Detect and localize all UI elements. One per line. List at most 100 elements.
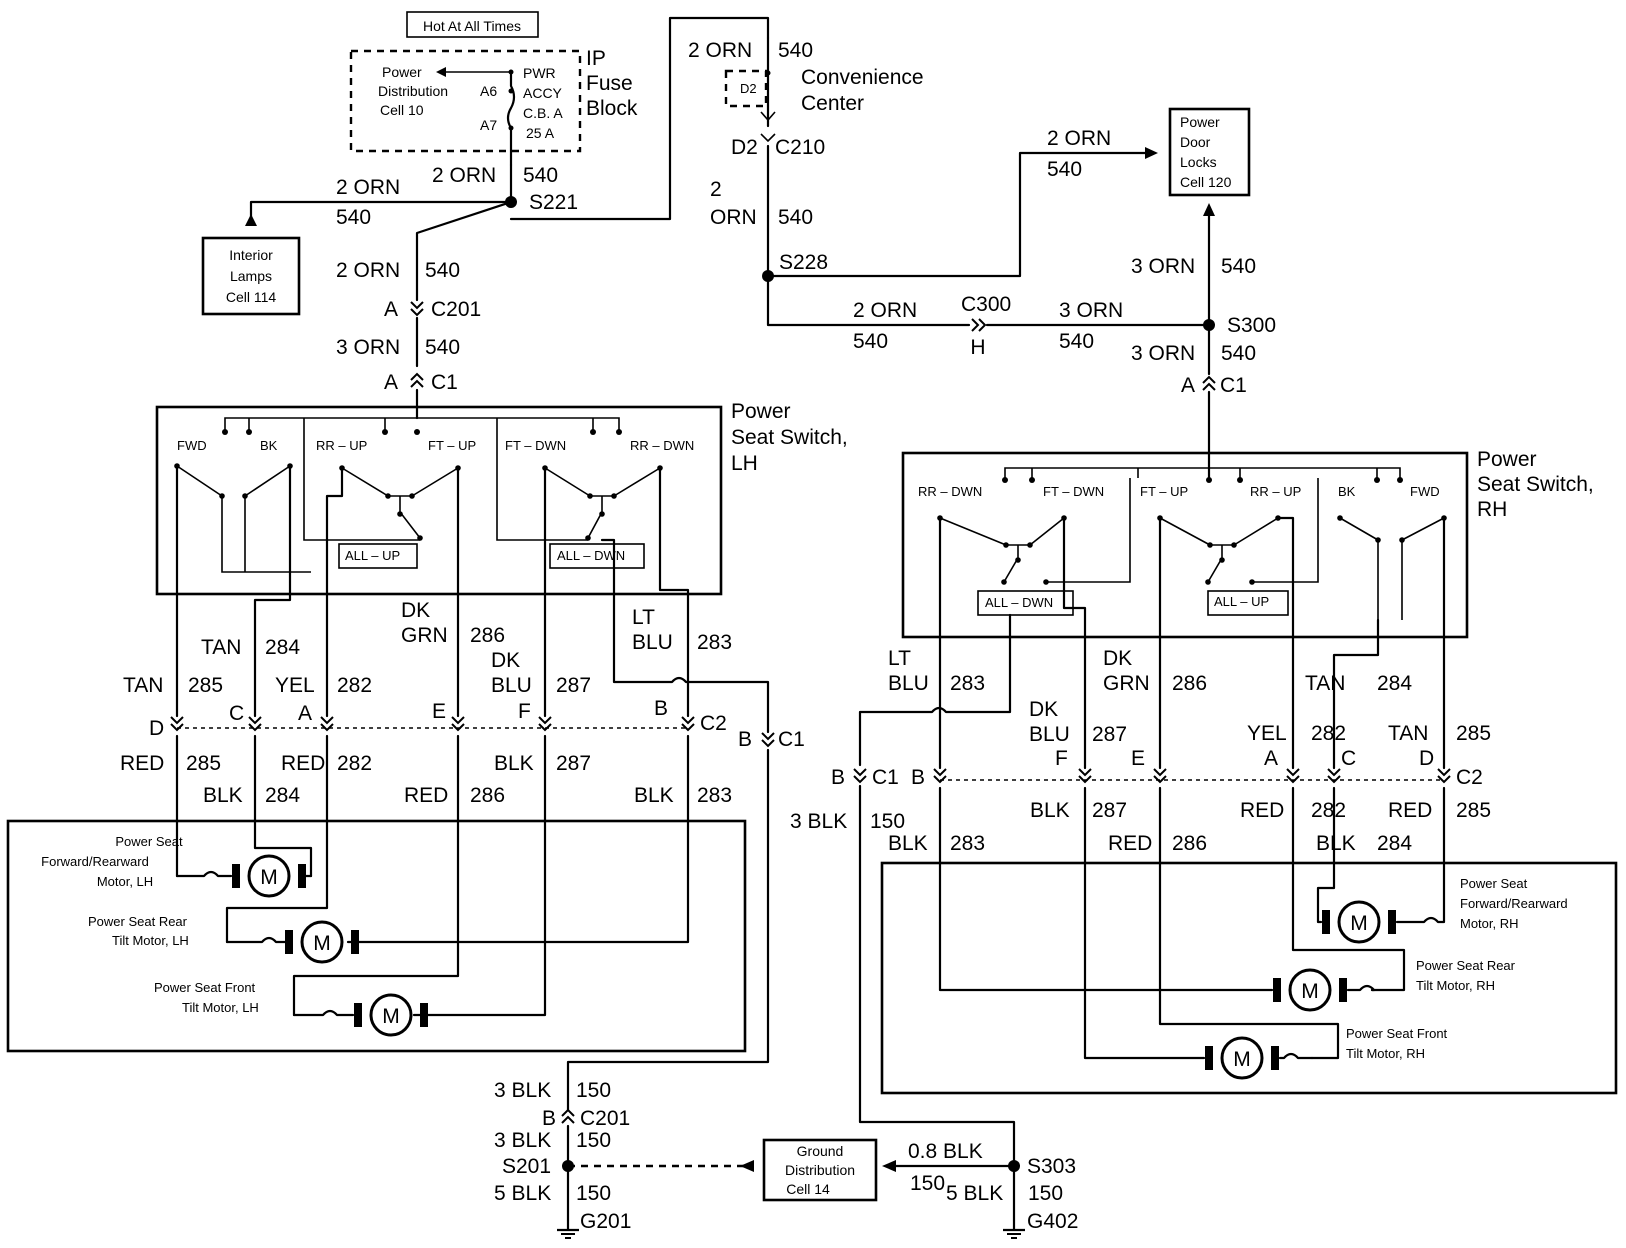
svg-text:Seat Switch,: Seat Switch, [731,426,848,449]
svg-text:Convenience: Convenience [801,66,924,89]
rh-seat-motors: M Power Seat Forward/Rearward Motor, RH … [880,861,1618,1095]
svg-text:DK: DK [1029,698,1058,721]
svg-text:M: M [1233,1048,1251,1071]
pin-label: A [1181,374,1195,397]
svg-text:Power: Power [731,400,791,423]
svg-text:ALL – UP: ALL – UP [345,548,400,563]
svg-text:YEL: YEL [275,674,315,697]
svg-text:286: 286 [470,624,505,647]
svg-text:RH: RH [1477,498,1507,521]
svg-text:C1: C1 [778,728,805,751]
svg-text:BLU: BLU [888,672,929,695]
svg-text:DK: DK [1103,647,1132,670]
svg-text:GRN: GRN [401,624,448,647]
svg-text:A: A [1264,747,1278,770]
svg-text:ALL – DWN: ALL – DWN [985,595,1053,610]
svg-text:S303: S303 [1027,1155,1076,1178]
svg-text:BLK: BLK [888,832,928,855]
svg-text:Motor, RH: Motor, RH [1460,916,1519,931]
svg-text:Seat Switch,: Seat Switch, [1477,473,1594,496]
svg-text:BK: BK [260,438,278,453]
svg-text:Power Seat Rear: Power Seat Rear [88,914,188,929]
svg-text:FT – DWN: FT – DWN [505,438,566,453]
wire-label: 2 ORN [336,176,400,199]
svg-text:3 BLK: 3 BLK [790,810,847,833]
lh-seat-motors: Power Seat Forward/Rearward Motor, LH M … [6,819,747,1053]
svg-text:Cell 120: Cell 120 [1180,174,1232,190]
svg-text:Interior: Interior [229,247,273,263]
svg-text:ALL – UP: ALL – UP [1214,594,1269,609]
svg-text:Cell 14: Cell 14 [786,1181,830,1197]
svg-text:LH: LH [731,452,758,475]
svg-text:C: C [1341,747,1356,770]
power-seat-switch-lh: Power Seat Switch, LH FWD BK RR – UP FT … [155,400,848,596]
circuit-label: 540 [425,259,460,282]
circuit-label: 540 [425,336,460,359]
svg-text:DK: DK [401,599,430,622]
svg-text:C.B. A: C.B. A [523,105,563,121]
wire-label: ORN [710,206,757,229]
svg-text:RR – UP: RR – UP [1250,484,1301,499]
svg-text:286: 286 [1172,832,1207,855]
svg-text:D2: D2 [740,81,757,96]
svg-text:285: 285 [1456,799,1491,822]
svg-text:C210: C210 [775,136,825,159]
svg-text:285: 285 [1456,722,1491,745]
circuit-label: 540 [778,206,813,229]
splice-label-s221: S221 [529,191,578,214]
svg-text:GRN: GRN [1103,672,1150,695]
svg-text:RR – UP: RR – UP [316,438,367,453]
svg-text:C2: C2 [1456,766,1483,789]
svg-text:B: B [738,728,752,751]
svg-text:Cell 10: Cell 10 [380,102,424,118]
svg-text:286: 286 [470,784,505,807]
svg-text:LT: LT [632,606,655,629]
svg-text:G402: G402 [1027,1210,1078,1233]
svg-text:C201: C201 [580,1107,630,1130]
circuit-label: 540 [523,164,558,187]
svg-text:BLU: BLU [632,631,673,654]
svg-text:25 A: 25 A [526,125,555,141]
svg-text:Power Seat: Power Seat [115,834,183,849]
svg-text:RED: RED [1388,799,1432,822]
svg-text:Distribution: Distribution [785,1162,855,1178]
splice-label-s300: S300 [1227,314,1276,337]
circuit-label: 540 [1221,342,1256,365]
hot-at-all-times-label: Hot At All Times [406,11,539,38]
svg-text:M: M [260,866,278,889]
svg-text:Lamps: Lamps [230,268,272,284]
svg-text:A6: A6 [480,83,497,99]
svg-text:284: 284 [265,784,300,807]
svg-text:5 BLK: 5 BLK [494,1182,551,1205]
connector-label-c300: C300 [961,293,1011,316]
circuit-label: 540 [336,206,371,229]
wire-label: 2 ORN [688,39,752,62]
svg-text:RED: RED [1240,799,1284,822]
svg-text:RR – DWN: RR – DWN [630,438,694,453]
interior-lamps-box: Interior Lamps Cell 114 [201,236,301,316]
svg-text:BLK: BLK [494,752,534,775]
svg-text:285: 285 [186,752,221,775]
svg-text:BLK: BLK [634,784,674,807]
svg-text:BLK: BLK [1316,832,1356,855]
svg-text:Power Seat Front: Power Seat Front [154,980,256,995]
pin-label: A [384,298,398,321]
wire-label: 3 ORN [1131,342,1195,365]
svg-text:BLK: BLK [203,784,243,807]
svg-text:3 BLK: 3 BLK [494,1129,551,1152]
svg-text:282: 282 [1311,722,1346,745]
svg-text:Power Seat: Power Seat [1460,876,1528,891]
svg-text:FWD: FWD [177,438,207,453]
connector-label-c1: C1 [431,371,458,394]
svg-text:3 BLK: 3 BLK [494,1079,551,1102]
svg-text:C2: C2 [700,712,727,735]
svg-text:M: M [313,932,331,955]
svg-text:G201: G201 [580,1210,631,1233]
svg-text:B: B [911,766,925,789]
svg-text:282: 282 [1311,799,1346,822]
svg-text:F: F [1055,747,1068,770]
svg-text:TAN: TAN [123,674,163,697]
svg-text:ALL – DWN: ALL – DWN [557,548,625,563]
svg-text:E: E [432,700,446,723]
